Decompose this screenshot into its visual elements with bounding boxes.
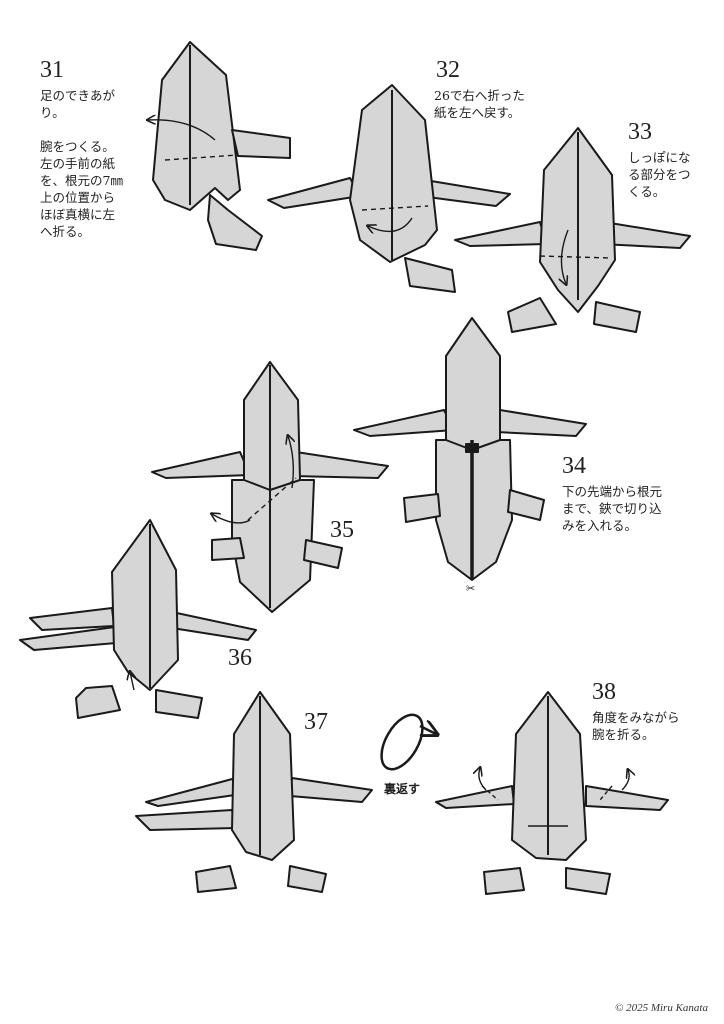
flip-label: 裏返す bbox=[384, 782, 421, 796]
step-35-number: 35 bbox=[330, 517, 354, 543]
step-31-number: 31 bbox=[40, 57, 64, 83]
step-33-number: 33 bbox=[628, 119, 652, 145]
step-33-text: しっぽにな る部分をつ くる。 bbox=[628, 150, 691, 199]
step-32-number: 32 bbox=[436, 57, 460, 83]
figure-step-37 bbox=[135, 691, 373, 893]
step-38-number: 38 bbox=[592, 679, 616, 705]
figure-step-38 bbox=[435, 691, 669, 895]
step-36-number: 36 bbox=[228, 645, 252, 671]
figure-step-31 bbox=[148, 41, 291, 251]
figure-step-33 bbox=[454, 127, 691, 333]
figure-step-35 bbox=[151, 361, 389, 613]
figure-step-34 bbox=[353, 317, 587, 581]
scissors-icon: ✂ bbox=[466, 582, 476, 595]
step-37-number: 37 bbox=[304, 709, 328, 735]
step-31-text: 足のできあが り。 腕をつくる。 左の手前の紙 を、根元の7㎜ 上の位置から ほ… bbox=[40, 88, 123, 239]
step-32-text: 26で右へ折った 紙を左へ戻す。 bbox=[434, 88, 525, 120]
figure-step-36 bbox=[19, 519, 257, 719]
copyright: © 2025 Miru Kanata bbox=[614, 1002, 708, 1014]
flip-over-symbol bbox=[380, 713, 436, 771]
figure-step-32 bbox=[267, 84, 511, 293]
step-34-number: 34 bbox=[562, 453, 586, 479]
step-34-text: 下の先端から根元 まで、鋏で切り込 みを入れる。 bbox=[562, 484, 663, 533]
step-38-text: 角度をみながら 腕を折る。 bbox=[592, 710, 680, 742]
